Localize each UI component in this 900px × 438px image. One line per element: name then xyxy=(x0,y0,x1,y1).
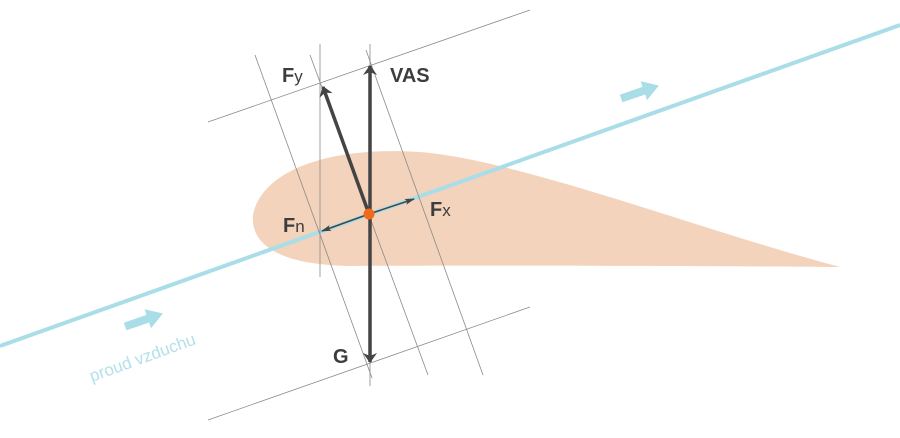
fn-arrow xyxy=(321,213,370,232)
fy-label: Fy xyxy=(282,65,303,87)
airflow-label: proud vzduchu xyxy=(87,330,198,386)
airflow-line xyxy=(0,23,900,348)
airfoil-shape xyxy=(252,151,840,267)
center-of-pressure-point xyxy=(363,208,375,220)
fy-arrow xyxy=(319,86,371,215)
fn-label: Fn xyxy=(283,215,305,237)
g-label: G xyxy=(333,346,349,368)
fx-arrow xyxy=(368,198,415,215)
vas-label: VAS xyxy=(390,65,430,87)
fx-label: Fx xyxy=(430,199,451,221)
airflow-arrow-icon xyxy=(123,309,163,331)
airflow-arrow-icon xyxy=(619,81,659,103)
